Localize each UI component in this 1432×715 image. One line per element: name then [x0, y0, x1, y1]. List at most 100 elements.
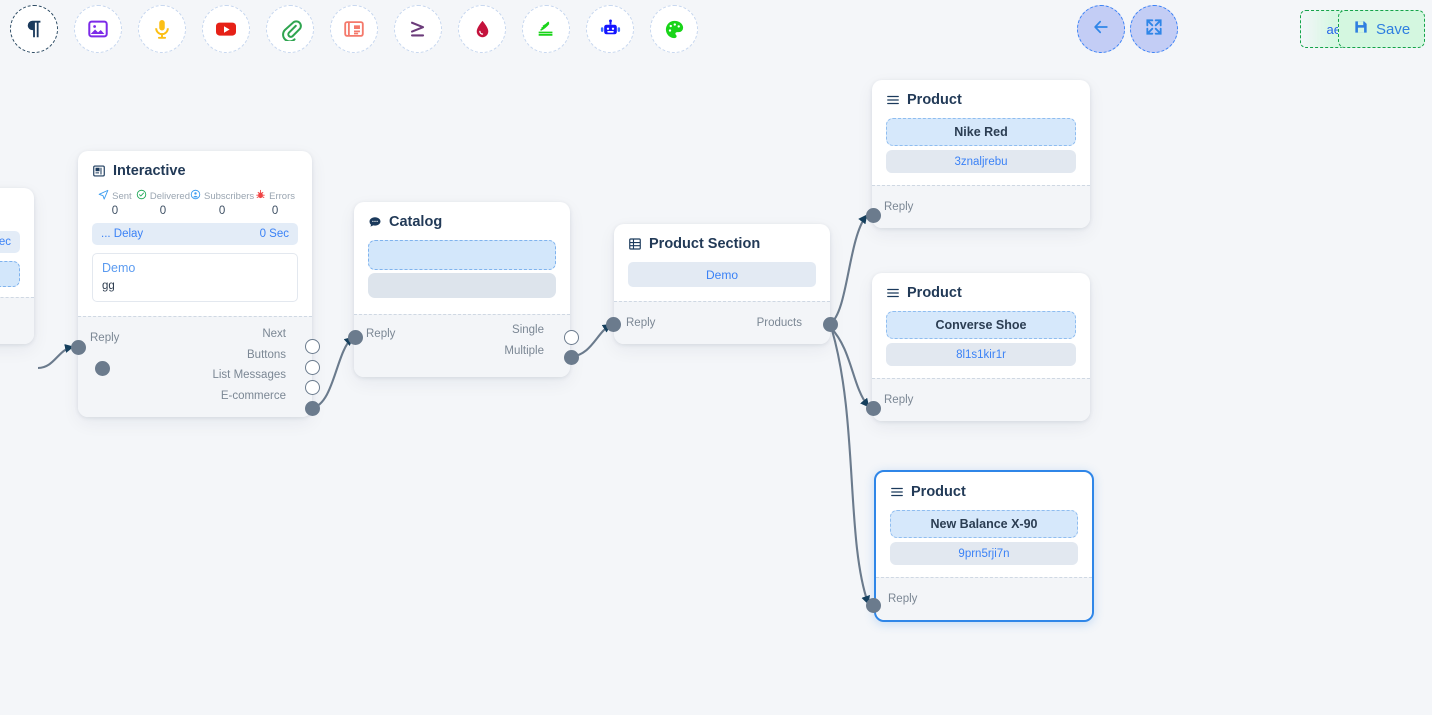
port-reply-label: Reply: [888, 593, 918, 605]
port-dot-buttons[interactable]: [305, 360, 320, 375]
port-row-multiple[interactable]: Multiple: [504, 344, 544, 357]
catalog-placeholder-secondary: [368, 273, 556, 298]
port-row-single[interactable]: Single: [512, 324, 544, 337]
list-lines-icon: [886, 93, 900, 107]
node-type-toolbar: ae Save: [0, 0, 1432, 58]
port-row-list-messages[interactable]: List Messages: [212, 369, 286, 382]
port-dot-product-1-reply[interactable]: [866, 208, 881, 223]
stat-sent: Sent 0: [94, 189, 136, 217]
node-interactive[interactable]: Interactive Sent 0: [78, 151, 312, 417]
port-reply-label: Reply: [884, 201, 914, 213]
port-reply-label: Reply: [884, 394, 914, 406]
youtube-icon: [214, 17, 238, 41]
node-title-product: Product: [890, 484, 1078, 500]
port-dot-single[interactable]: [564, 330, 579, 345]
node-product-section[interactable]: Product Section Demo Reply Products: [614, 224, 830, 344]
node-title-catalog: Catalog: [368, 214, 556, 230]
port-dot-catalog-reply[interactable]: [348, 330, 363, 345]
stat-subscribers: Subscribers 0: [190, 189, 254, 217]
paperclip-icon: [279, 18, 302, 41]
port-dot-ecommerce[interactable]: [305, 401, 320, 416]
node-footer: Reply: [872, 378, 1090, 421]
check-circle-icon: [136, 189, 147, 203]
condition-tool[interactable]: [394, 5, 442, 53]
message-box[interactable]: Demo gg: [92, 253, 298, 302]
product-code-pill[interactable]: 3znaljrebu: [886, 150, 1076, 173]
catalog-placeholder-primary: [368, 240, 556, 270]
save-button[interactable]: Save: [1338, 10, 1426, 48]
node-product-1[interactable]: Product Nike Red 3znaljrebu Reply: [872, 80, 1090, 228]
save-disk-icon: [1353, 19, 1369, 39]
greater-equal-icon: [407, 18, 429, 40]
port-reply-label: Reply: [90, 332, 120, 344]
send-icon: [98, 189, 109, 203]
droplet-icon: [472, 19, 493, 40]
interactive-icon: [92, 164, 106, 178]
attachment-tool[interactable]: [266, 5, 314, 53]
stack-icon: [535, 18, 557, 40]
fit-to-screen-button[interactable]: [1130, 5, 1178, 53]
node-footer: Reply: [872, 185, 1090, 228]
node-product-3[interactable]: Product New Balance X-90 9prn5rji7n Repl…: [874, 470, 1094, 622]
port-row-buttons[interactable]: Buttons: [247, 348, 286, 361]
microphone-icon: [151, 18, 173, 40]
node-title-product-section: Product Section: [628, 236, 816, 252]
port-dot-list-messages[interactable]: [305, 380, 320, 395]
port-row-next[interactable]: Next: [262, 328, 286, 341]
node-title-product: Product: [886, 285, 1076, 301]
grid-icon: [628, 237, 642, 251]
product-name-pill[interactable]: Converse Shoe: [886, 311, 1076, 339]
arrow-left-icon: [1091, 17, 1111, 42]
port-row-ecommerce[interactable]: E-commerce: [220, 389, 286, 402]
product-name-pill[interactable]: New Balance X-90: [890, 510, 1078, 538]
product-code-pill[interactable]: 8l1s1kir1r: [886, 343, 1076, 366]
message-text: gg: [102, 280, 115, 292]
port-reply-label: Reply: [626, 317, 656, 329]
node-title-interactive: Interactive: [92, 163, 298, 179]
collapse-arrows-icon: [1144, 17, 1164, 42]
video-tool[interactable]: [202, 5, 250, 53]
node-footer: Reply Single Multiple: [354, 314, 570, 377]
list-tool[interactable]: [522, 5, 570, 53]
stat-errors: Errors 0: [254, 189, 296, 217]
image-tool[interactable]: [74, 5, 122, 53]
node-footer: Reply Products: [614, 301, 830, 344]
port-dot-interactive-reply[interactable]: [71, 340, 86, 355]
list-lines-icon: [890, 485, 904, 499]
product-section-demo-button[interactable]: Demo: [628, 262, 816, 287]
stat-errors: Errors 0: [0, 200, 18, 227]
bug-icon: [255, 189, 266, 203]
port-dot-products[interactable]: [823, 317, 838, 332]
chat-bubble-icon: [368, 215, 382, 229]
save-button-label: Save: [1376, 20, 1411, 38]
node-catalog[interactable]: Catalog Reply Single Multiple: [354, 202, 570, 377]
audio-tool[interactable]: [138, 5, 186, 53]
port-dot-multiple[interactable]: [564, 350, 579, 365]
delay-row[interactable]: ... Delay 0 Sec: [92, 223, 298, 245]
delay-label: ... Delay: [101, 228, 144, 240]
port-dot-product-3-reply[interactable]: [866, 598, 881, 613]
location-tool[interactable]: [458, 5, 506, 53]
palette-tool[interactable]: [650, 5, 698, 53]
bot-tool[interactable]: [586, 5, 634, 53]
port-dot-message-out[interactable]: [95, 361, 110, 376]
node-footer: essage: [0, 297, 34, 344]
node-footer: Reply: [876, 577, 1092, 620]
port-dot-next[interactable]: [305, 339, 320, 354]
product-code-pill[interactable]: 9prn5rji7n: [890, 542, 1078, 565]
port-products-label: Products: [756, 317, 802, 329]
delay-row[interactable]: Sec: [0, 231, 20, 253]
back-button[interactable]: [1077, 5, 1125, 53]
node-footer: Reply Next Buttons List Messages E-comme…: [78, 316, 312, 417]
node-title-product: Product: [886, 92, 1076, 108]
port-dot-product-section-reply[interactable]: [606, 317, 621, 332]
port-dot-product-2-reply[interactable]: [866, 401, 881, 416]
node-stats: Sent 0 Delivered 0: [92, 189, 298, 223]
node-partial-left[interactable]: Errors 0 Sec essage: [0, 188, 34, 344]
card-tool[interactable]: [330, 5, 378, 53]
node-product-2[interactable]: Product Converse Shoe 8l1s1kir1r Reply: [872, 273, 1090, 421]
list-lines-icon: [886, 286, 900, 300]
product-name-pill[interactable]: Nike Red: [886, 118, 1076, 146]
paragraph-tool[interactable]: [10, 5, 58, 53]
